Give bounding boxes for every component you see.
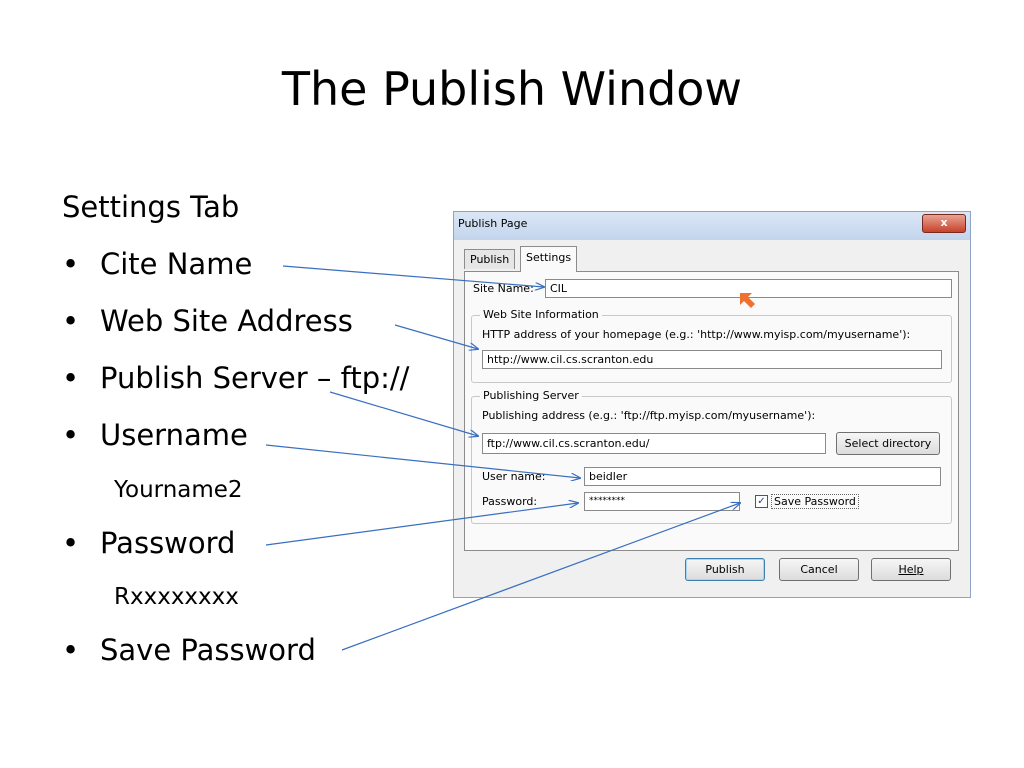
arrow-username [265,444,580,478]
close-button[interactable]: x [922,214,966,233]
web-site-info-group: Web Site Information HTTP address of you… [471,308,952,383]
username-field[interactable]: beidler [584,467,941,486]
arrow-password [265,503,578,546]
cancel-button[interactable]: Cancel [779,558,859,581]
password-label: Password: [482,495,538,508]
bullet-dot: • [62,526,80,560]
checkmark-icon: ✓ [757,496,766,507]
homepage-hint: HTTP address of your homepage (e.g.: 'ht… [482,328,911,341]
dialog-title: Publish Page [458,217,528,230]
dialog-titlebar[interactable]: Publish Page x [454,212,970,240]
bullet-dot: • [62,247,80,281]
pointer-cursor-shape [740,293,755,308]
publish-dialog: Publish Page x Publish Settings Site Nam… [453,211,971,598]
select-directory-button[interactable]: Select directory [836,432,940,455]
bullet-dot: • [62,361,80,395]
web-site-info-legend: Web Site Information [480,308,602,321]
tab-settings[interactable]: Settings [520,246,578,272]
arrow-publish-server [329,391,478,436]
save-password-label[interactable]: Save Password [771,494,859,509]
publishing-server-legend: Publishing Server [480,389,582,402]
pointer-cursor-icon [740,293,755,308]
help-button[interactable]: Help [871,558,951,581]
slide-title: The Publish Window [281,62,743,116]
bullet-dot: • [62,418,80,452]
tab-publish[interactable]: Publish [464,249,516,269]
arrow-site-name [282,265,544,287]
sub-item: Yourname2 [114,477,243,503]
password-field[interactable]: ******** [584,492,740,511]
publish-button[interactable]: Publish [685,558,765,581]
publishing-server-group: Publishing Server Publishing address (e.… [471,389,952,524]
save-password-checkbox[interactable]: ✓ [755,495,768,508]
settings-panel: Site Name: CIL Web Site Information HTTP… [464,271,959,551]
publishing-address-field[interactable]: ftp://www.cil.cs.scranton.edu/ [482,433,826,454]
homepage-url-field[interactable]: http://www.cil.cs.scranton.edu [482,350,942,369]
sub-item: Rxxxxxxxx [114,584,239,610]
bullet-dot: • [62,304,80,338]
section-heading: Settings Tab [62,190,240,224]
publishing-address-hint: Publishing address (e.g.: 'ftp://ftp.myi… [482,409,816,422]
arrow-web-site-address [394,324,478,349]
bullet-dot: • [62,633,80,667]
arrow-save-password [341,503,740,651]
